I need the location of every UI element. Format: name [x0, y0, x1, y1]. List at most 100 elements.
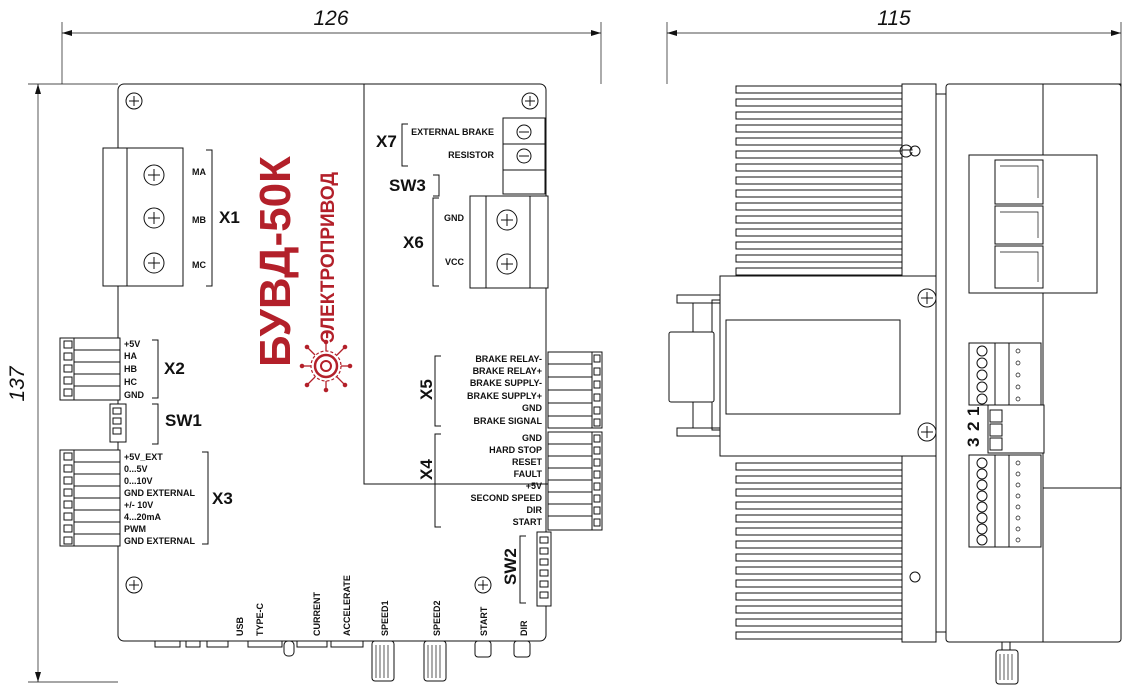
heatsink-fin: [735, 215, 903, 224]
heatsink-fin: [735, 150, 903, 159]
dimension-height: 137: [6, 83, 118, 683]
heatsink-fin: [735, 176, 903, 185]
side-connector-x1: [968, 154, 1098, 294]
heatsink-fin: [735, 462, 903, 471]
switch-sw2: SW2: [501, 531, 552, 607]
x5-pin: GND: [522, 403, 543, 413]
heatsink-fin: [735, 137, 903, 146]
sw2-label: SW2: [501, 548, 520, 585]
x4-pin: GND: [522, 433, 543, 443]
x2-pin: HA: [124, 351, 137, 361]
dimension-length: 115: [666, 7, 1122, 84]
x2-pin: HB: [124, 364, 137, 374]
side-switch-number: 1: [964, 407, 983, 416]
screw-icon: [125, 576, 143, 594]
heatsink-fin: [735, 202, 903, 211]
dimension-width: 126: [61, 7, 602, 84]
speed2-knob-icon: [423, 640, 447, 682]
connector-x4: GND HARD STOP RESET FAULT +5V SECOND SPE…: [417, 431, 603, 531]
x1-pin-ma: MA: [192, 167, 206, 177]
heatsink-fin: [735, 501, 903, 510]
speed1-label: SPEED1: [380, 600, 390, 636]
x3-pin: 0...5V: [124, 464, 148, 474]
speed2-label: SPEED2: [432, 600, 442, 636]
start-button-icon: [474, 640, 492, 658]
x7-pin: EXTERNAL BRAKE: [411, 127, 494, 137]
side-switch-block: 1 2 3: [964, 404, 1045, 454]
heatsink-fin: [735, 124, 903, 133]
x5-pin: BRAKE SIGNAL: [473, 416, 542, 426]
x7-label: X7: [376, 132, 397, 151]
screw-icon: [521, 92, 539, 110]
length-value: 115: [877, 7, 911, 30]
heatsink-fin: [735, 241, 903, 250]
x4-pin: HARD STOP: [489, 445, 542, 455]
heatsink-fin: [735, 189, 903, 198]
connector-x2: +5V HA HB HC GND X2: [59, 337, 185, 401]
dir-button-icon: [513, 640, 531, 658]
heatsink-fin: [735, 163, 903, 172]
heatsink-fin: [735, 540, 903, 549]
heatsink-fin: [735, 475, 903, 484]
bottom-components: [154, 640, 531, 682]
x5-pin: BRAKE RELAY+: [473, 366, 542, 376]
x4-pin: +5V: [526, 481, 542, 491]
heatsink-fin: [735, 228, 903, 237]
company-name: ЭЛЕКТРОПРИВОД: [318, 172, 339, 343]
x3-pin: +/- 10V: [124, 500, 153, 510]
x3-pin: GND EXTERNAL: [124, 536, 196, 546]
x2-label: X2: [164, 359, 185, 378]
x3-pin: 4...20mA: [124, 512, 162, 522]
usb-label: USB: [235, 616, 245, 636]
heatsink-fin: [735, 111, 903, 120]
x4-pin: RESET: [512, 457, 543, 467]
x7-pin: RESISTOR: [448, 150, 494, 160]
sw3-label: SW3: [389, 176, 426, 195]
front-view: MA MB MC X1 БУВД-50К ЭЛЕКТРОПРИВОД: [59, 83, 603, 682]
model-name: БУВД-50К: [251, 156, 300, 367]
switch-sw3: SW3: [389, 174, 440, 197]
heatsink-fin: [735, 488, 903, 497]
start-label: START: [479, 606, 489, 636]
heatsink-fin: [735, 85, 903, 94]
x3-label: X3: [212, 489, 233, 508]
x4-label: X4: [417, 459, 436, 480]
heatsink-fin: [735, 631, 903, 640]
x1-pin-mb: MB: [192, 215, 206, 225]
x6-pin: GND: [444, 213, 465, 223]
width-value: 126: [313, 7, 348, 30]
side-knob-icon: [995, 641, 1019, 685]
heatsink-fin: [735, 605, 903, 614]
din-rail-clip: [668, 275, 937, 457]
x5-pin: BRAKE SUPPLY+: [467, 391, 542, 401]
sw1-label: SW1: [165, 411, 202, 430]
x3-pin: +5V_EXT: [124, 452, 163, 462]
side-connector-lower: [968, 454, 1042, 548]
heatsink-fin: [735, 566, 903, 575]
x4-pin: FAULT: [514, 469, 543, 479]
connector-x5: BRAKE RELAY- BRAKE RELAY+ BRAKE SUPPLY- …: [417, 351, 603, 429]
accelerate-label: ACCELERATE: [342, 575, 352, 636]
height-value: 137: [6, 365, 29, 401]
heatsink-fin: [735, 553, 903, 562]
heatsink-fin: [735, 592, 903, 601]
screw-icon: [125, 92, 143, 110]
dir-label: DIR: [519, 620, 529, 636]
x4-pin: DIR: [527, 505, 543, 515]
heatsink-fin: [735, 618, 903, 627]
logo-icon: [299, 339, 353, 393]
x6-pin: VCC: [445, 257, 465, 267]
x4-pin: START: [513, 517, 543, 527]
current-label: CURRENT: [312, 591, 322, 636]
x1-label: X1: [219, 208, 240, 227]
connector-x6: GND VCC X6: [403, 195, 549, 289]
x5-pin: BRAKE RELAY-: [475, 354, 542, 364]
x3-pin: 0...10V: [124, 476, 153, 486]
heatsink-fin: [735, 514, 903, 523]
x2-pin: +5V: [124, 339, 140, 349]
heatsink-fin: [735, 98, 903, 107]
switch-sw1: SW1: [109, 403, 202, 445]
side-switch-number: 2: [964, 422, 983, 431]
